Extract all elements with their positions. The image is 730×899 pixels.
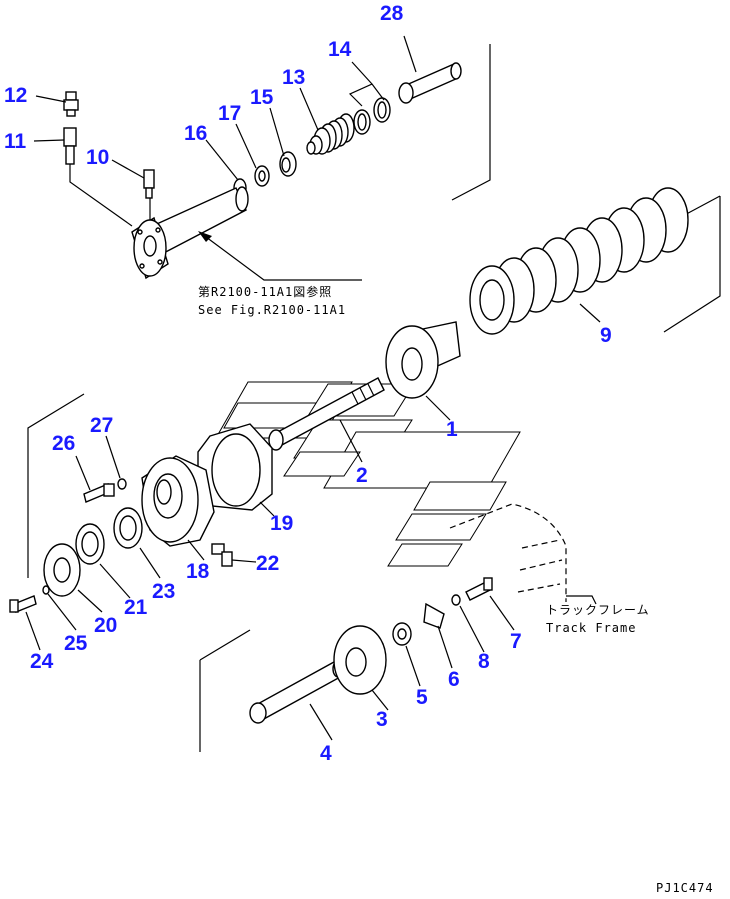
part-4-shaft: [249, 660, 344, 724]
callout-13: 13: [282, 66, 305, 89]
part-5-nut: [392, 622, 412, 646]
part-3-disc: [333, 625, 387, 695]
part-19-gasket: [197, 423, 273, 511]
callout-27: 27: [90, 414, 113, 437]
part-28-pin: [398, 62, 462, 104]
callout-8: 8: [478, 650, 490, 673]
callout-15: 15: [250, 86, 274, 109]
part-2-bolt: [268, 377, 385, 451]
part-17-washer: [254, 165, 270, 187]
callout-11: 11: [4, 130, 27, 153]
callout-28: 28: [380, 2, 404, 25]
callout-23: 23: [152, 580, 175, 603]
callout-21: 21: [124, 596, 148, 619]
part-26-bolt: [83, 483, 115, 503]
drawing-code: PJ1C474: [656, 881, 714, 895]
part-25-washer: [42, 585, 50, 595]
cylinder-assembly: [131, 186, 249, 280]
part-27-washer: [117, 478, 127, 490]
part-9-spring: [469, 187, 689, 335]
part-8-washer: [451, 594, 461, 606]
part-14-rings: [353, 97, 391, 135]
callout-12: 12: [4, 84, 27, 107]
callout-20: 20: [94, 614, 117, 637]
callout-4: 4: [320, 742, 332, 765]
callout-9: 9: [600, 324, 612, 347]
callout-6: 6: [448, 668, 460, 691]
part-10-valve: [143, 169, 155, 220]
track-frame-label-en: Track Frame: [546, 621, 636, 635]
reference-text-en: See Fig.R2100-11A1: [198, 303, 346, 317]
part-12-nipple: [63, 91, 79, 117]
callout-25: 25: [64, 632, 88, 655]
part-18-housing: [141, 455, 215, 547]
part-21-seal: [75, 523, 105, 565]
part-15-bearing: [279, 151, 297, 177]
callout-16: 16: [184, 122, 207, 145]
part-20-plate: [43, 543, 81, 597]
callout-numbers: 28 14 13 15 17 16 12 11 10 9 1 2 19 22 1…: [4, 2, 612, 765]
callout-10: 10: [86, 146, 109, 169]
callout-17: 17: [218, 102, 241, 125]
callout-2: 2: [356, 464, 368, 487]
part-23-bushing: [113, 507, 143, 549]
part-7-bolt: [465, 577, 493, 601]
callout-5: 5: [416, 686, 428, 709]
callout-3: 3: [376, 708, 388, 731]
part-11-fitting: [63, 127, 133, 227]
reference-text-jp: 第R2100-11A1図参照: [198, 284, 332, 299]
callout-18: 18: [186, 560, 210, 583]
part-13-bellows: [306, 113, 355, 155]
callout-7: 7: [510, 630, 522, 653]
track-frame-label-jp: トラックフレーム: [546, 603, 650, 617]
part-24-bolt: [9, 595, 37, 613]
leader-lines: [25, 35, 601, 741]
callout-14: 14: [328, 38, 352, 61]
part-1-spring-seat: [385, 321, 461, 399]
track-frame-outline: [449, 503, 597, 605]
callout-24: 24: [30, 650, 54, 673]
part-22-plug: [211, 543, 233, 567]
callout-26: 26: [52, 432, 75, 455]
callout-22: 22: [256, 552, 279, 575]
part-6-bracket: [423, 602, 445, 629]
callout-19: 19: [270, 512, 293, 535]
callout-1: 1: [446, 418, 458, 441]
